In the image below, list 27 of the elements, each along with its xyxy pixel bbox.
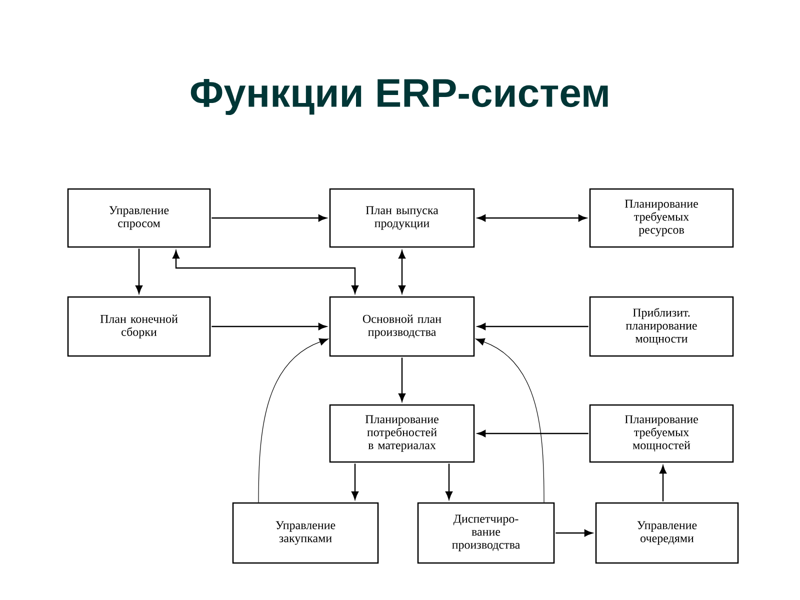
process-box: Основной план производства [329,296,475,357]
title: Функции ERP-систем [190,79,608,115]
process-box: Управление очередями [595,502,739,564]
process-box: Диспетчиро- вание производства [417,502,555,564]
arrow [477,322,588,330]
arrow [398,250,406,294]
arrow [172,250,359,294]
process-box: Планирование потребностей в материалах [329,404,475,463]
process-box: Приблизит. планирование мощности [589,296,734,357]
arrow [477,430,588,438]
arrow [258,338,329,503]
arrow [351,464,359,500]
process-box: Управление спросом [67,188,211,248]
process-box: Управление закупками [232,502,379,564]
arrow [475,338,544,503]
process-box: План конечной сборки [67,296,211,357]
arrow [445,464,453,500]
process-box: Планирование требуемых мощностей [589,404,734,463]
process-box: План выпуска продукции [329,188,475,248]
arrow [556,530,593,537]
arrow [212,214,327,222]
arrow [398,358,406,402]
arrow [659,465,667,502]
arrow [212,322,327,330]
arrow [477,214,587,222]
arrow [135,248,143,294]
process-box: Планирование требуемых ресурсов [589,188,734,248]
